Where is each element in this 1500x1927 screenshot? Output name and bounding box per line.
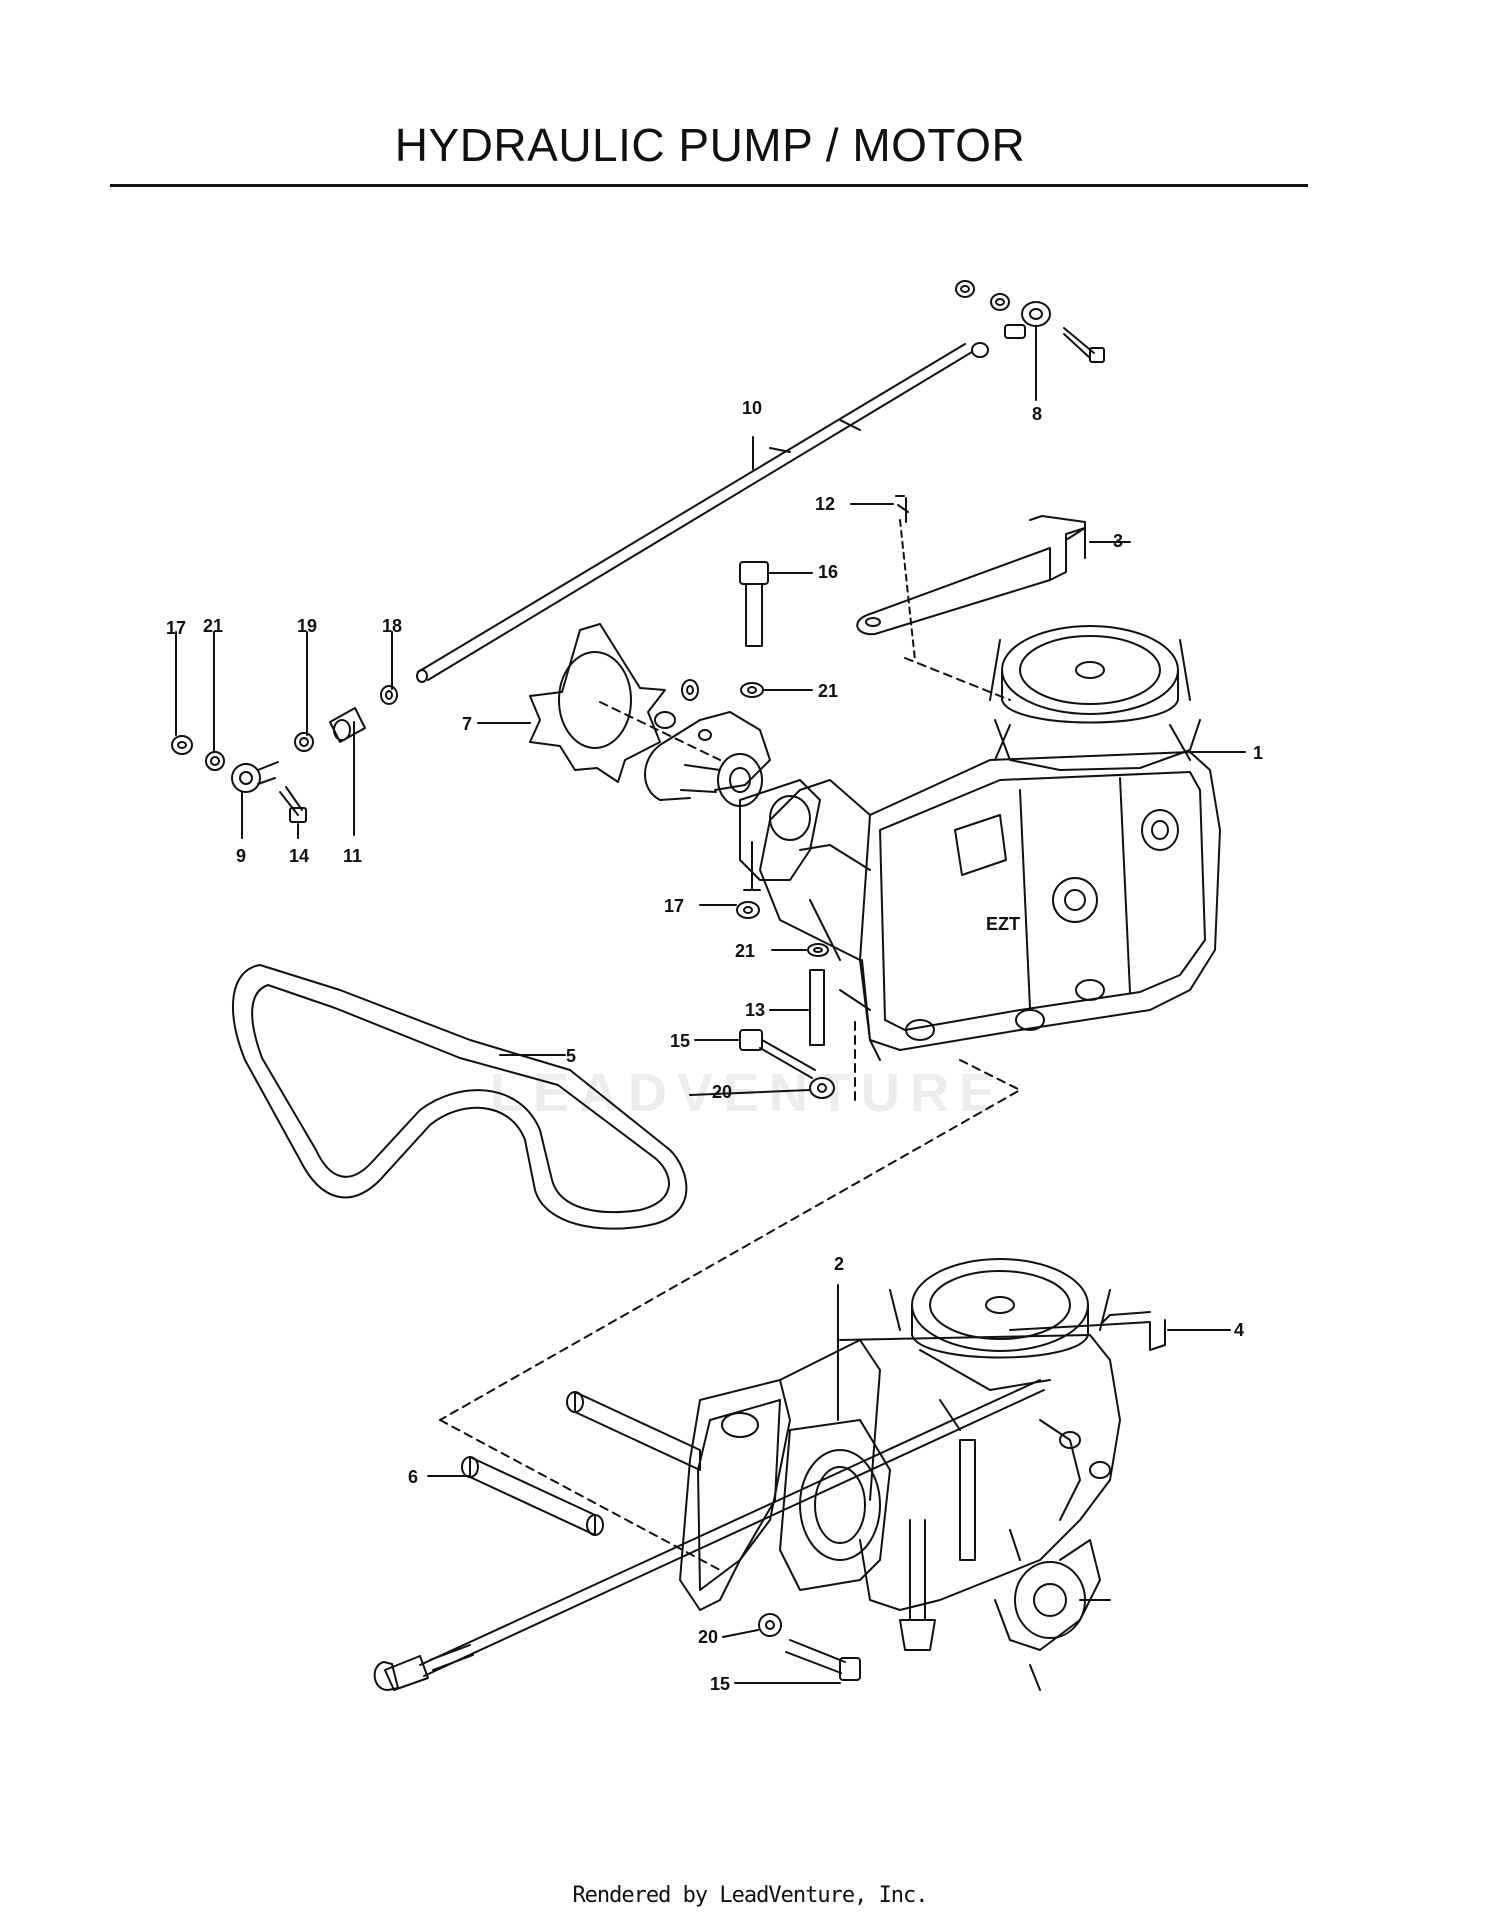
callout-3: 3 <box>1113 531 1123 551</box>
callout-1: 1 <box>1253 743 1263 763</box>
rod-end-hardware-8 <box>955 280 1105 401</box>
callout-6: 6 <box>408 1467 418 1487</box>
drive-belt-5 <box>232 964 688 1230</box>
footer-credit: Rendered by LeadVenture, Inc. <box>572 1883 928 1908</box>
bracket-3 <box>850 495 1131 701</box>
unit-label: EZT <box>986 914 1020 934</box>
callout-16: 16 <box>818 562 838 582</box>
control-rod-lower <box>373 1379 1045 1691</box>
callout-20-upper: 20 <box>712 1082 732 1102</box>
callout-17-left: 17 <box>166 618 186 638</box>
callout-21-left: 21 <box>203 616 223 636</box>
callout-2: 2 <box>834 1254 844 1274</box>
mounting-plate-7 <box>477 623 721 783</box>
callout-9: 9 <box>236 846 246 866</box>
callout-18: 18 <box>382 616 402 636</box>
axle-spacers-6 <box>427 1391 701 1536</box>
assembly-lines <box>439 1059 1021 1571</box>
title-rule <box>110 184 1308 187</box>
transaxle-1: EZT <box>644 625 1246 1061</box>
callout-4: 4 <box>1234 1320 1244 1340</box>
callout-21-lower: 21 <box>735 941 755 961</box>
control-rod-10 <box>416 343 973 683</box>
callout-20-lower: 20 <box>698 1627 718 1647</box>
callout-13: 13 <box>745 1000 765 1020</box>
callouts: 1 2 3 4 5 6 7 8 9 10 11 12 13 14 15 15 1… <box>166 398 1263 1694</box>
transaxle-2 <box>679 1258 1231 1691</box>
callout-8: 8 <box>1032 404 1042 424</box>
callout-21-upper: 21 <box>818 681 838 701</box>
callout-11: 11 <box>343 846 362 866</box>
callout-12: 12 <box>815 494 835 514</box>
lower-fasteners-upper <box>689 901 856 1101</box>
callout-17-center: 17 <box>664 896 684 916</box>
page-title: HYDRAULIC PUMP / MOTOR <box>394 119 1026 171</box>
callout-14: 14 <box>289 846 309 866</box>
bolt-16 <box>739 561 813 698</box>
left-hardware <box>171 631 398 839</box>
callout-7: 7 <box>462 714 472 734</box>
callout-15-upper: 15 <box>670 1031 690 1051</box>
callout-5: 5 <box>566 1046 576 1066</box>
lower-fasteners-lower <box>722 1613 861 1684</box>
callout-19: 19 <box>297 616 317 636</box>
callout-15-lower: 15 <box>710 1674 730 1694</box>
callout-10: 10 <box>742 398 762 418</box>
